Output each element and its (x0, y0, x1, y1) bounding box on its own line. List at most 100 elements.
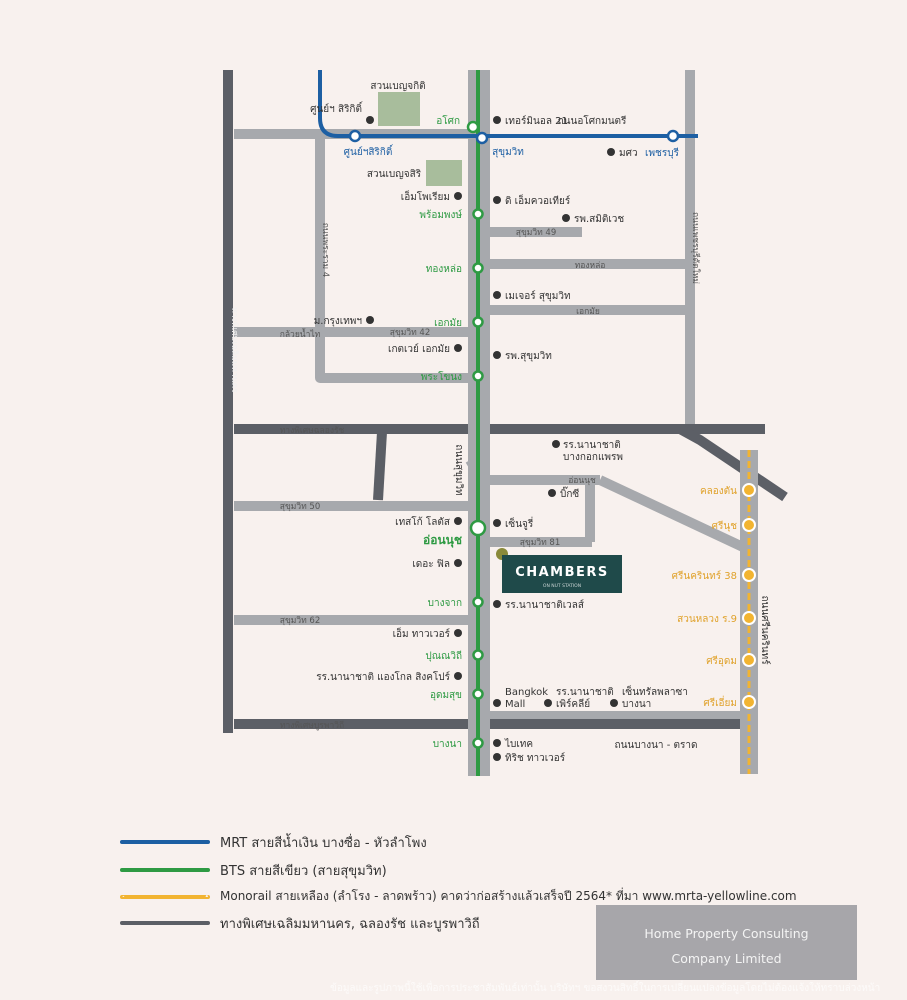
watermark-line1: Home Property Consulting (644, 926, 809, 941)
svg-text:ถนนเพชรบุรีตัดใหม่: ถนนเพชรบุรีตัดใหม่ (690, 212, 701, 284)
svg-text:บิ๊กซี: บิ๊กซี (560, 486, 579, 500)
svg-text:รร.นานาชาติ: รร.นานาชาติ (556, 687, 614, 698)
svg-text:บางกอกแพรพ: บางกอกแพรพ (563, 452, 623, 463)
svg-text:ศรีนุช: ศรีนุช (712, 520, 738, 532)
svg-text:อ่อนนุช: อ่อนนุช (568, 476, 596, 486)
bts-station-udom-suk (472, 688, 484, 700)
svg-text:เพชรบุรี: เพชรบุรี (645, 147, 680, 159)
park-benjakitti (378, 92, 420, 126)
expressways (223, 70, 788, 733)
bts-station-phrom-phong (472, 208, 484, 220)
svg-text:สวนเบญจกิติ: สวนเบญจกิติ (370, 81, 425, 92)
svg-text:บางนา: บางนา (622, 699, 651, 710)
bts-stations (466, 120, 487, 749)
legend-bts-label: BTS สายสีเขียว (สายสุขุมวิท) (220, 864, 387, 879)
svg-text:ม.กรุงเทพฯ: ม.กรุงเทพฯ (314, 316, 362, 327)
monorail-line-swatch (120, 895, 210, 899)
svg-text:อ่อนนุช: อ่อนนุช (423, 533, 462, 548)
bts-labels: อโศก พร้อมพงษ์ ทองหล่อ เอกมัย พระโขนง อ่… (419, 114, 462, 750)
svg-text:ปุณณวิถี: ปุณณวิถี (425, 650, 462, 662)
legend-expressway-label: ทางพิเศษเฉลิมมหานคร, ฉลองรัช และบูรพาวิถ… (220, 917, 480, 932)
svg-text:ศรีเอี่ยม: ศรีเอี่ยม (703, 695, 737, 709)
chambers-sub: ON NUT STATION (543, 583, 581, 589)
svg-text:เอกมัย: เอกมัย (434, 318, 462, 329)
svg-text:อุดมสุข: อุดมสุข (430, 690, 462, 701)
bts-station-bang-na (472, 737, 484, 749)
legend-expressway: ทางพิเศษเฉลิมมหานคร, ฉลองรัช และบูรพาวิถ… (120, 911, 880, 933)
svg-text:เซ็นทรัลพลาซา: เซ็นทรัลพลาซา (622, 684, 688, 698)
svg-text:สวนหลวง ร.9: สวนหลวง ร.9 (677, 614, 737, 625)
svg-text:ถนนศรีนครินทร์: ถนนศรีนครินทร์ (759, 595, 771, 665)
park-benjasiri (426, 160, 462, 186)
road-network (234, 70, 748, 721)
svg-text:สุขุมวิท 49: สุขุมวิท 49 (516, 228, 557, 238)
watermark-line2: Company Limited (671, 951, 782, 966)
bts-station-bang-chak (472, 596, 484, 608)
area-map: CHAMBERS ON NUT STATION สวนเบญจกิติ สวนเ… (223, 70, 788, 776)
poi-dots (366, 116, 618, 761)
chambers-name: CHAMBERS (515, 565, 609, 580)
park-labels: สวนเบญจกิติ สวนเบญจสิริ (367, 81, 426, 180)
svg-text:พระโขนง: พระโขนง (421, 370, 462, 383)
svg-text:ศูนย์ฯสิริกิติ์: ศูนย์ฯสิริกิติ์ (344, 144, 394, 158)
svg-text:เมเจอร์ สุขุมวิท: เมเจอร์ สุขุมวิท (505, 290, 571, 302)
mrt-stations (348, 129, 680, 145)
bts-line-swatch (120, 868, 210, 872)
poi-labels: ศูนย์ฯ สิริกิติ์ เทอร์มินอล 21 มศว เอ็มโ… (310, 101, 688, 764)
mrt-labels: ศูนย์ฯสิริกิติ์ สุขุมวิท เพชรบุรี (344, 144, 680, 159)
svg-text:ถนนบางนา - ตราด: ถนนบางนา - ตราด (615, 740, 698, 751)
monorail-station-srinakarin38 (742, 568, 756, 582)
monorail-labels: คลองตัน ศรีนุช ศรีนครินทร์ 38 สวนหลวง ร.… (672, 486, 738, 709)
svg-text:ไบเทค: ไบเทค (504, 738, 533, 750)
svg-text:เกตเวย์ เอกมัย: เกตเวย์ เอกมัย (388, 343, 450, 355)
bts-station-thong-lo (472, 262, 484, 274)
svg-text:เดอะ ฟิล: เดอะ ฟิล (412, 559, 450, 570)
svg-text:ศรีอุดม: ศรีอุดม (706, 655, 737, 667)
svg-text:เอกมัย: เอกมัย (576, 307, 600, 317)
svg-text:สุขุมวิท: สุขุมวิท (492, 147, 524, 158)
svg-text:ถนนอโศกมนตรี: ถนนอโศกมนตรี (558, 114, 627, 127)
bts-station-on-nut (469, 519, 487, 537)
monorail-station-sriudom (742, 653, 756, 667)
svg-text:มศว: มศว (619, 148, 638, 159)
footer-disclaimer: ข้อมูลและรูปภาพนี้ใช้เพื่อการประชาสัมพัน… (330, 983, 881, 994)
svg-text:ทางพิเศษบูรพาวิถี: ทางพิเศษบูรพาวิถี (280, 720, 344, 731)
svg-text:บางจาก: บางจาก (428, 598, 462, 609)
svg-text:สุขุมวิท 62: สุขุมวิท 62 (280, 616, 321, 626)
svg-text:Mall: Mall (505, 699, 525, 710)
mrt-line-swatch (120, 840, 210, 844)
svg-text:ศรีนครินทร์ 38: ศรีนครินทร์ 38 (672, 570, 737, 582)
monorail-station-srinuch (742, 518, 756, 532)
svg-text:รพ.สมิติเวช: รพ.สมิติเวช (574, 214, 624, 225)
monorail-station-klong-tan (742, 483, 756, 497)
mrt-station-sukhumvit (475, 131, 489, 145)
svg-text:สุขุมวิท 42: สุขุมวิท 42 (390, 328, 431, 338)
bts-station-ekkamai (472, 316, 484, 328)
svg-text:เซ็นจูรี่: เซ็นจูรี่ (505, 516, 534, 530)
svg-text:สุขุมวิท 81: สุขุมวิท 81 (520, 538, 561, 548)
svg-text:Bangkok: Bangkok (505, 687, 548, 698)
svg-text:ถนนสุขุมวิท: ถนนสุขุมวิท (453, 444, 464, 495)
svg-text:รร.นานาชาติเวลส์: รร.นานาชาติเวลส์ (505, 599, 584, 611)
svg-text:รร.นานาชาติ แองโกล สิงคโปร์: รร.นานาชาติ แองโกล สิงคโปร์ (316, 670, 450, 683)
svg-text:เพิร์คลีย์: เพิร์คลีย์ (556, 698, 590, 710)
svg-text:เอ็มโพเรียม: เอ็มโพเรียม (401, 189, 450, 203)
svg-text:สุขุมวิท 50: สุขุมวิท 50 (280, 502, 321, 512)
svg-text:ศูนย์ฯ สิริกิติ์: ศูนย์ฯ สิริกิติ์ (310, 101, 363, 115)
svg-text:คลองตัน: คลองตัน (700, 486, 737, 497)
road-labels: สุขุมวิท 49 ทองหล่อ เอกมัย สุขุมวิท 42 ก… (229, 114, 771, 751)
legend-mrt: MRT สายสีน้ำเงิน บางซื่อ - หัวลำโพง (120, 830, 880, 852)
mrt-station-qsncc (348, 129, 362, 143)
svg-text:ถนนพระราม 4: ถนนพระราม 4 (320, 223, 330, 278)
bts-station-asok (466, 120, 480, 134)
svg-text:สวนเบญจสิริ: สวนเบญจสิริ (367, 169, 422, 180)
mrt-station-phetchaburi (666, 129, 680, 143)
legend-monorail: Monorail สายเหลือง (ลำโรง - ลาดพร้าว) คา… (120, 885, 880, 907)
legend-bts: BTS สายสีเขียว (สายสุขุมวิท) (120, 858, 880, 880)
svg-text:ทิริช ทาวเวอร์: ทิริช ทาวเวอร์ (505, 752, 566, 764)
chambers-logo: CHAMBERS ON NUT STATION (502, 555, 622, 593)
bts-station-punnawithi (472, 649, 484, 661)
svg-text:พร้อมพงษ์: พร้อมพงษ์ (419, 209, 462, 221)
svg-text:เทสโก้ โลตัส: เทสโก้ โลตัส (395, 515, 450, 528)
monorail-station-suanluang (742, 611, 756, 625)
